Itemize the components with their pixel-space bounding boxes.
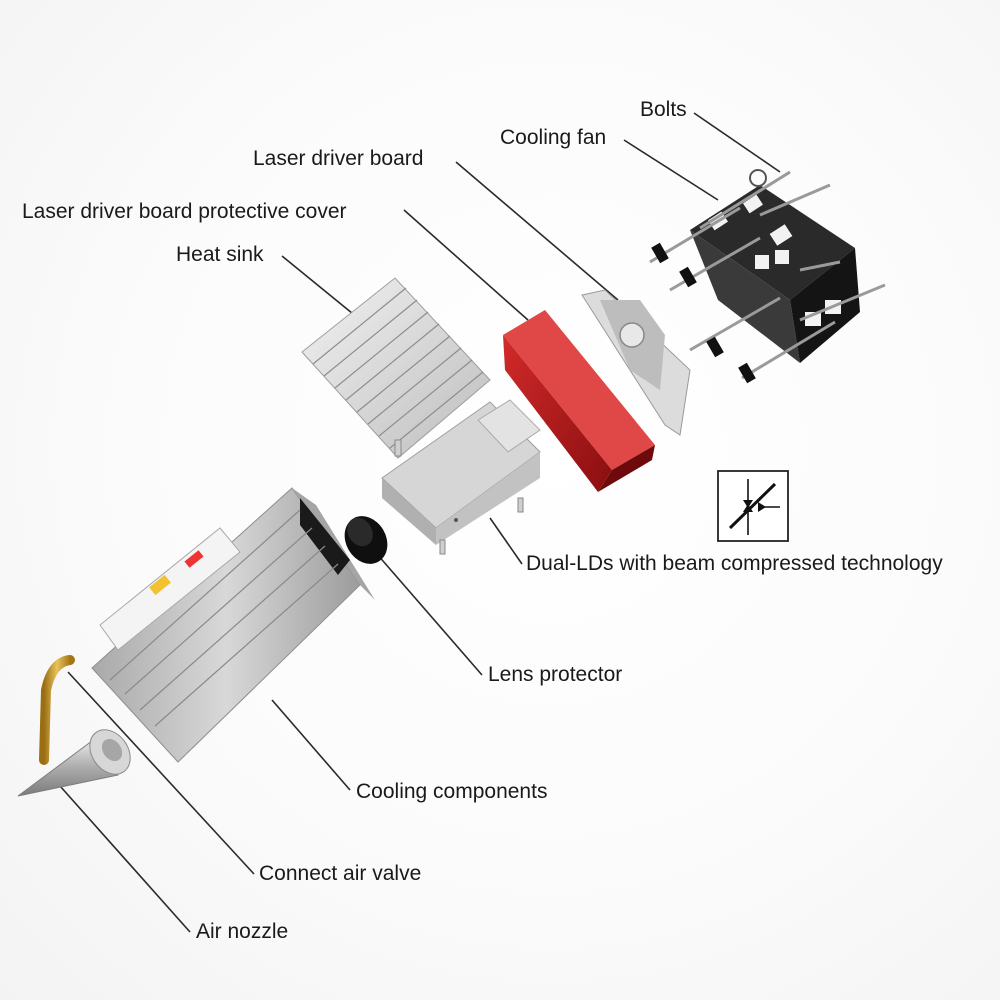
lens-protector bbox=[344, 516, 388, 564]
dual-lds-module bbox=[381, 399, 541, 555]
leader-laser-driver-board bbox=[455, 161, 619, 301]
leader-heat-sink bbox=[281, 255, 359, 319]
label-heat-sink: Heat sink bbox=[176, 243, 264, 266]
label-dual-lds: Dual-LDs with beam compressed technology bbox=[526, 552, 943, 575]
label-air-nozzle: Air nozzle bbox=[196, 920, 289, 943]
label-laser-driver-board: Laser driver board bbox=[253, 147, 424, 170]
label-connect-air-valve: Connect air valve bbox=[259, 862, 422, 885]
label-cooling-fan: Cooling fan bbox=[500, 126, 607, 149]
label-bolts: Bolts bbox=[640, 98, 687, 121]
leader-protective-cover bbox=[403, 209, 529, 321]
bolt-spacers bbox=[651, 242, 756, 384]
leader-bolts bbox=[693, 112, 781, 173]
heat-sink bbox=[301, 277, 491, 459]
leader-connect-air-valve bbox=[67, 671, 255, 875]
leader-air-nozzle bbox=[59, 785, 191, 933]
laser-driver-board bbox=[581, 289, 691, 436]
leader-dual-lds bbox=[489, 517, 523, 565]
label-laser-driver-board-cover: Laser driver board protective cover bbox=[22, 200, 347, 223]
beam-compression-symbol bbox=[717, 470, 789, 542]
air-nozzle bbox=[17, 729, 131, 797]
leader-lens-protector bbox=[369, 545, 483, 676]
leader-lines bbox=[59, 112, 781, 933]
leader-cooling-fan bbox=[623, 139, 719, 201]
protective-cover bbox=[503, 310, 655, 492]
cooling-components bbox=[91, 487, 375, 763]
connect-air-valve bbox=[39, 655, 75, 765]
label-lens-protector: Lens protector bbox=[488, 663, 623, 686]
leader-cooling-components bbox=[271, 699, 351, 791]
label-cooling-components: Cooling components bbox=[356, 780, 548, 803]
